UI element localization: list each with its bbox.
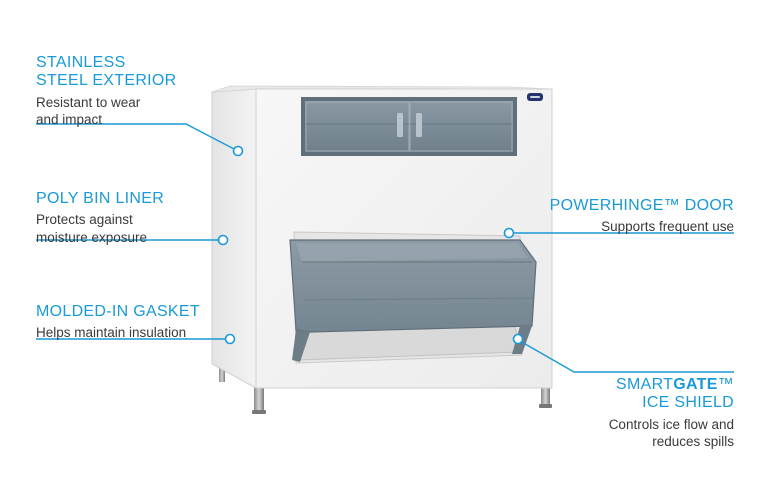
- callout-liner-title: POLY BIN LINER: [36, 190, 165, 207]
- callout-powerhinge-title: POWERHINGE™ DOOR: [549, 197, 734, 214]
- callout-dot-gasket: [224, 333, 236, 345]
- callout-gasket-desc: Helps maintain insulation: [36, 325, 187, 341]
- callout-dot-powerhinge: [503, 227, 515, 239]
- leg-back-left: [219, 360, 225, 382]
- callout-dot-smartgate: [512, 333, 524, 345]
- callout-stainless-desc: Resistant to wear and impact: [36, 94, 141, 128]
- callout-smartgate-ice-shield: SMARTGATE™ ICE SHIELD Controls ice flow …: [609, 376, 734, 451]
- callout-poly-bin-liner: POLY BIN LINER Protects against moisture…: [36, 190, 164, 246]
- leg-front-left: [252, 383, 266, 414]
- callout-powerhinge-desc: Supports frequent use: [601, 219, 734, 235]
- callout-dot-liner: [217, 234, 229, 246]
- callout-smartgate-title: SMARTGATE™ ICE SHIELD: [616, 376, 734, 412]
- brand-logo: [527, 93, 543, 101]
- callout-dot-stainless: [232, 145, 244, 157]
- callout-molded-gasket: MOLDED-IN GASKET Helps maintain insulati…: [36, 303, 200, 342]
- callout-lines: [36, 123, 734, 373]
- callout-dots: [217, 145, 524, 345]
- callout-stainless-title: STAINLESS STEEL EXTERIOR: [36, 54, 177, 90]
- powerhinge-door: [289, 239, 537, 362]
- callout-liner-desc: Protects against moisture exposure: [36, 212, 148, 245]
- leg-front-right: [539, 383, 552, 408]
- top-sliding-doors: [301, 97, 517, 156]
- callout-gasket-title: MOLDED-IN GASKET: [36, 303, 200, 320]
- callout-powerhinge-door: POWERHINGE™ DOOR Supports frequent use: [550, 197, 734, 236]
- callout-smartgate-desc: Controls ice flow and reduces spills: [608, 416, 734, 450]
- callout-stainless-steel: STAINLESS STEEL EXTERIOR Resistant to we…: [36, 54, 177, 129]
